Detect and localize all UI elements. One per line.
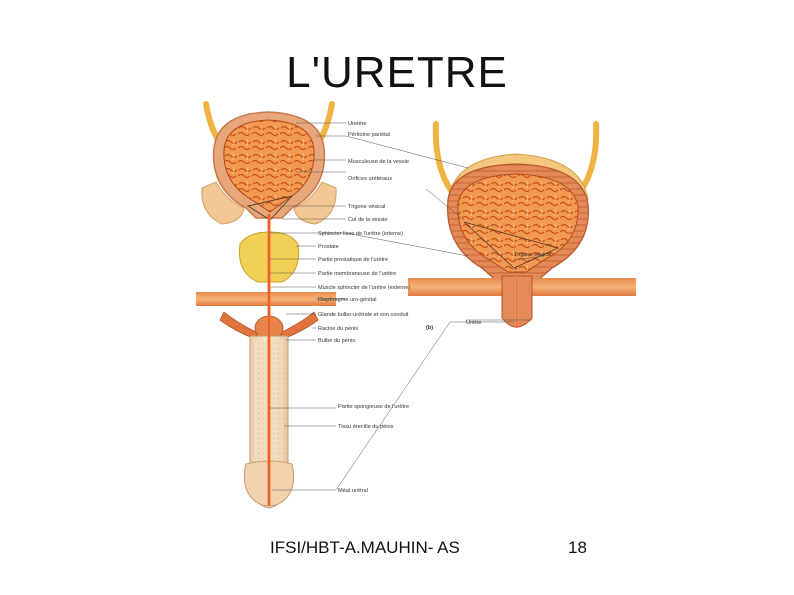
page-number: 18 — [568, 538, 587, 557]
footer-author: IFSI/HBT-A.MAUHIN- AS — [270, 538, 460, 557]
slide-title: L'URETRE — [286, 48, 508, 97]
label-col-vessie: Col de la vessie — [348, 217, 388, 223]
label-tissu-erectile: Tissu érectile du pénis — [338, 424, 394, 430]
anatomy-labels: Uretère Péritoine pariétal Musculeuse de… — [318, 121, 551, 494]
panel-label: (b) — [426, 325, 433, 331]
label-muscle-sphincter: Muscle sphincter de l'urètre (externe) — [318, 285, 410, 291]
label-musculeuse-vessie: Musculeuse de la vessie — [348, 159, 409, 165]
urethra-anatomy-figure: Uretère Péritoine pariétal Musculeuse de… — [196, 96, 636, 532]
label-bulbe-penis: Bulbe du pénis — [318, 338, 355, 344]
label-glande-bulbo-uretrale: Glande bulbo-urétrale et son conduit — [318, 312, 409, 318]
label-meat-uretral: Méat urétral — [338, 488, 368, 494]
label-uretere: Uretère — [348, 121, 367, 127]
label-uretre-right: Urètre — [466, 320, 482, 326]
label-diaphragme: Diaphragme uro-génital — [318, 297, 376, 303]
leader-lines — [269, 122, 545, 491]
label-partie-membraneuse: Partie membraneuse de l'urètre — [318, 271, 396, 277]
label-sphincter-lisse: Sphincter lisse de l'urètre (interne) — [318, 231, 403, 237]
label-partie-prostatique: Partie prostatique de l'urètre — [318, 257, 388, 263]
label-peritoine-parietal: Péritoine pariétal — [348, 132, 390, 138]
label-prostate: Prostate — [318, 244, 339, 250]
male-urethra-illustration — [196, 101, 337, 509]
label-partie-spongieuse: Partie spongieuse de l'urètre — [338, 404, 409, 410]
label-orifices-ureteraux: Orifices urétéraux — [348, 176, 392, 182]
label-trigone-vesical: Trigone vésical — [348, 204, 385, 210]
female-urethra-illustration — [408, 121, 636, 328]
label-racine-penis: Racine du pénis — [318, 326, 358, 332]
label-trigone-vesical-right: Trigone vésical — [514, 252, 551, 258]
